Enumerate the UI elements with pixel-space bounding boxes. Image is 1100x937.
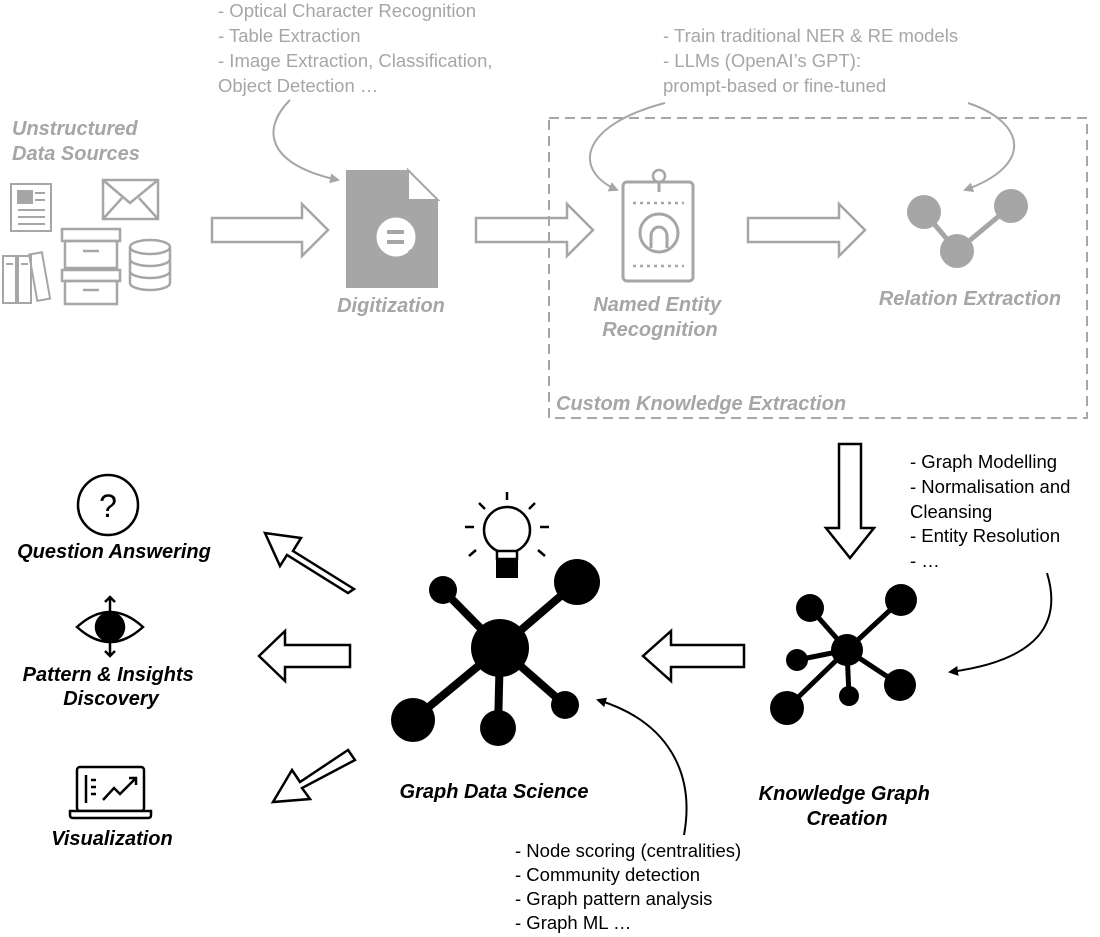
- label-line: Pattern & Insights: [23, 664, 194, 686]
- label-line: Unstructured: [12, 118, 138, 140]
- pattern-label: Pattern & Insights Discovery: [23, 664, 200, 710]
- question-icon: ?: [76, 473, 140, 537]
- document-icon: [10, 183, 52, 232]
- flow-arrow: [270, 748, 357, 804]
- note-pointer-arrow: [272, 99, 340, 184]
- laptop-chart-icon: [68, 765, 153, 820]
- note-line: - LLMs (OpenAI’s GPT):: [663, 50, 861, 71]
- label-line: Discovery: [63, 688, 159, 710]
- note-pointer-arrow: [963, 102, 1016, 193]
- database-icon: [128, 238, 172, 292]
- qa-label: Question Answering: [17, 541, 211, 563]
- label-line: Knowledge Graph: [759, 783, 930, 805]
- label-line: Data Sources: [12, 143, 140, 165]
- extraction-notes: - Train traditional NER & RE models - LL…: [663, 25, 963, 96]
- label-line: Recognition: [602, 319, 718, 341]
- archive-boxes-icon: [60, 227, 122, 306]
- note-line: Object Detection …: [218, 75, 378, 96]
- note-line: - Node scoring (centralities): [515, 840, 741, 861]
- flow-arrow: [257, 628, 352, 684]
- eye-icon: [75, 595, 145, 658]
- kg-notes: - Graph Modelling - Normalisation and Cl…: [910, 451, 1076, 571]
- gds-label: Graph Data Science: [400, 781, 589, 803]
- down-arrow: [823, 442, 877, 561]
- note-line: - Entity Resolution: [910, 525, 1060, 546]
- digitization-notes: - Optical Character Recognition - Table …: [218, 0, 498, 96]
- note-line: - Train traditional NER & RE models: [663, 25, 958, 46]
- graph-data-science-icon: [391, 559, 600, 746]
- note-line: - Graph ML …: [515, 912, 632, 933]
- note-pointer-arrow: [596, 697, 688, 836]
- note-line: Cleansing: [910, 501, 992, 522]
- ner-label: Named Entity Recognition: [593, 294, 726, 341]
- flow-arrow: [210, 200, 330, 260]
- flow-arrow: [641, 628, 746, 684]
- note-pointer-arrow: [589, 102, 666, 192]
- relation-label: Relation Extraction: [879, 288, 1061, 310]
- viz-label: Visualization: [51, 828, 173, 850]
- note-line: prompt-based or fine-tuned: [663, 75, 886, 96]
- note-line: - Graph Modelling: [910, 451, 1057, 472]
- gds-notes: - Node scoring (centralities) - Communit…: [515, 840, 746, 933]
- flow-arrow: [262, 531, 357, 595]
- note-line: - Image Extraction, Classification,: [218, 50, 493, 71]
- envelope-icon: [101, 178, 160, 221]
- note-line: - …: [910, 550, 940, 571]
- note-line: - Table Extraction: [218, 25, 361, 46]
- kg-label: Knowledge Graph Creation: [759, 783, 936, 830]
- digitization-icon: [346, 167, 441, 288]
- label-line: Named Entity: [593, 294, 722, 316]
- relation-graph-icon: [907, 189, 1028, 268]
- note-line: - Normalisation and: [910, 476, 1070, 497]
- sources-label: Unstructured Data Sources: [12, 118, 143, 165]
- knowledge-extraction-label: Custom Knowledge Extraction: [556, 393, 846, 415]
- flow-arrow: [746, 200, 867, 260]
- digitization-label: Digitization: [337, 295, 445, 317]
- knowledge-extraction-box: [548, 117, 1088, 419]
- note-line: - Graph pattern analysis: [515, 888, 712, 909]
- note-line: - Optical Character Recognition: [218, 0, 476, 21]
- label-line: Creation: [806, 808, 887, 830]
- knowledge-graph-icon: [770, 584, 917, 725]
- note-line: - Community detection: [515, 864, 700, 885]
- note-pointer-arrow: [948, 572, 1053, 676]
- lightbulb-icon: [465, 492, 549, 578]
- svg-text:?: ?: [99, 488, 117, 524]
- id-badge-icon: [621, 168, 695, 283]
- binders-icon: [2, 251, 52, 304]
- flow-arrow: [474, 200, 595, 260]
